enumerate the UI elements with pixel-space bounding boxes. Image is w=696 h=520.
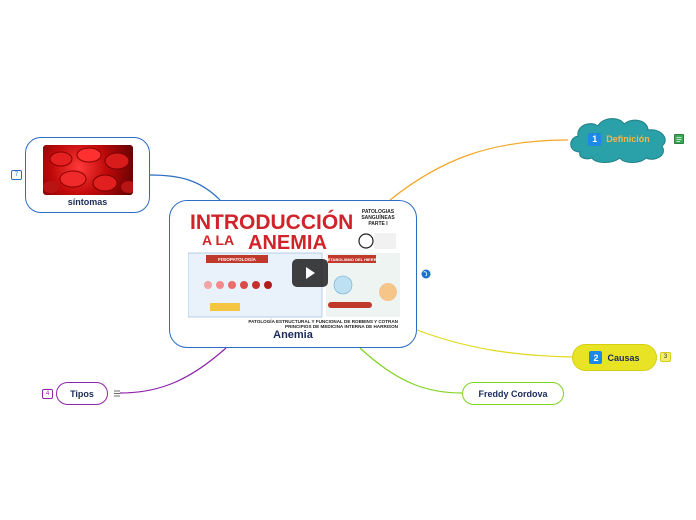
- infographic-corner-text: PATOLOGÍAS SANGUÍNEAS PARTE I: [361, 209, 395, 227]
- infographic-heading-3: ANEMIA: [248, 232, 327, 254]
- infographic-heading-2: A LA: [202, 232, 234, 248]
- red-blood-cells-image: [43, 145, 133, 195]
- sintomas-count-badge[interactable]: 7: [11, 170, 22, 180]
- central-topic-image: INTRODUCCIÓN A LA ANEMIA PATOLOGÍAS SANG…: [188, 207, 400, 329]
- definicion-number: 1: [588, 132, 602, 146]
- cloud-shape: [570, 118, 666, 163]
- play-button[interactable]: [292, 259, 328, 287]
- infographic-footer-1: PATOLOGÍA ESTRUCTURAL Y FUNCIONAL DE ROB…: [248, 317, 398, 324]
- infographic-footer-2: PRINCIPIOS DE MEDICINA INTERNA DE HARRIS…: [285, 324, 399, 329]
- branch-tipos: [119, 347, 227, 394]
- branch-sintomas: [149, 174, 221, 201]
- topic-tipos-label: Tipos: [70, 388, 94, 399]
- topic-sintomas[interactable]: síntomas: [25, 137, 150, 213]
- topic-freddy-cordova[interactable]: Freddy Cordova: [462, 382, 564, 405]
- branch-causas: [416, 329, 573, 358]
- topic-causas-label: Causas: [607, 352, 640, 363]
- central-topic[interactable]: INTRODUCCIÓN A LA ANEMIA PATOLOGÍAS SANG…: [169, 200, 417, 348]
- causas-count-badge[interactable]: 3: [660, 352, 671, 362]
- branch-freddy: [359, 347, 463, 394]
- causas-number: 2: [589, 351, 603, 364]
- infographic-panel-left: FISIOPATOLOGÍA: [218, 255, 257, 262]
- tipos-count-badge[interactable]: 4: [42, 389, 53, 399]
- infographic-heading-1: INTRODUCCIÓN: [190, 210, 353, 234]
- branch-definicion: [389, 139, 569, 201]
- topic-definicion[interactable]: 1 Definición: [566, 114, 672, 164]
- central-topic-title: Anemia: [273, 329, 313, 341]
- globe-link-icon[interactable]: [421, 269, 431, 279]
- topic-sintomas-label: síntomas: [67, 197, 108, 207]
- infographic-panel-right: METABOLISMO DEL HIERRO: [324, 257, 379, 262]
- topic-definicion-label: Definición: [606, 134, 650, 144]
- topic-causas[interactable]: 2 Causas: [572, 344, 657, 371]
- topic-tipos[interactable]: Tipos: [56, 382, 108, 405]
- play-icon: [306, 267, 315, 279]
- notes-icon[interactable]: [114, 390, 120, 397]
- definicion-notes-icon[interactable]: [674, 134, 684, 144]
- topic-freddy-label: Freddy Cordova: [478, 388, 548, 399]
